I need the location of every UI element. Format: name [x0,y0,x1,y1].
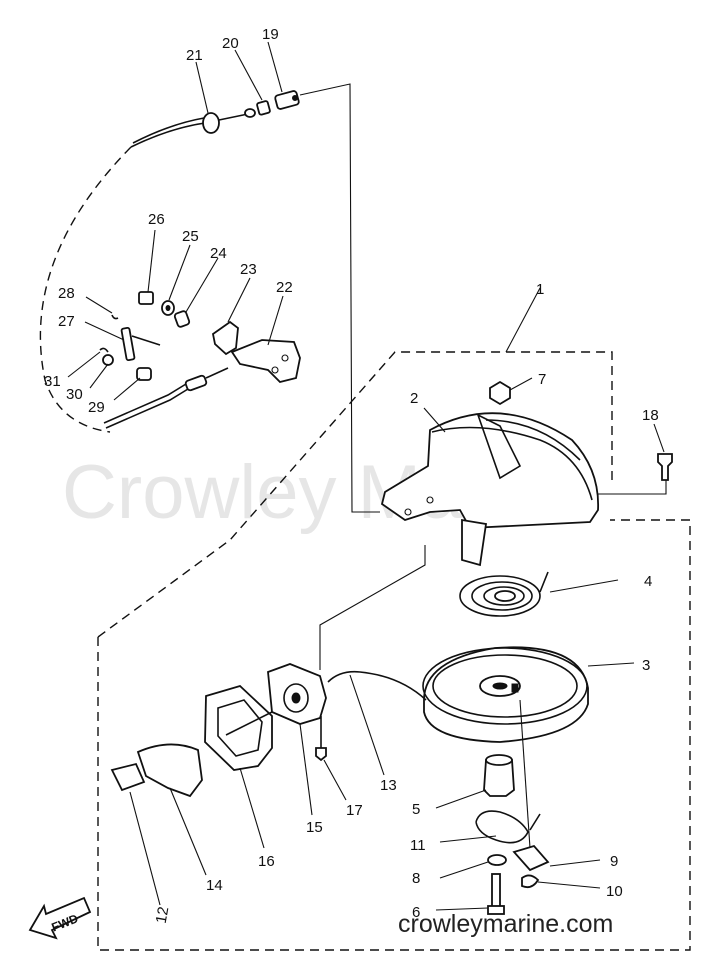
callout-3: 3 [642,657,650,674]
callout-9: 9 [610,853,618,870]
callout-24: 24 [210,245,227,262]
callout-11: 11 [410,837,426,854]
callout-27: 27 [58,313,75,330]
callout-23: 23 [240,261,257,278]
site-url: crowleymarine.com [398,910,613,938]
callout-15: 15 [306,819,323,836]
callout-5: 5 [412,801,420,818]
callout-7: 7 [538,371,546,388]
callout-20: 20 [222,35,239,52]
recoil-spring [459,571,619,617]
fwd-arrow: FWD [28,896,92,940]
callout-2: 2 [410,390,418,407]
callout-31: 31 [44,373,61,390]
callout-29: 29 [88,399,105,416]
callout-16: 16 [258,853,275,870]
callout-25: 25 [182,228,199,245]
callout-26: 26 [148,211,165,228]
callout-6: 6 [412,904,420,921]
callout-22: 22 [276,279,293,296]
callout-14: 14 [206,877,223,894]
rope-pulley [327,646,635,776]
starter-housing [380,377,673,567]
callout-18: 18 [642,407,659,424]
callout-4: 4 [644,573,652,590]
callout-17: 17 [346,802,363,819]
callout-13: 13 [380,777,397,794]
callout-1: 1 [536,281,544,298]
callout-30: 30 [66,386,83,403]
group-outlines [39,83,691,951]
callout-labels: 1 2 3 4 5 6 7 8 9 10 11 12 13 14 15 16 1… [44,26,659,925]
pawl-parts [435,699,601,915]
callout-10: 10 [606,883,623,900]
callout-19: 19 [262,26,279,43]
callout-12: 12 [153,905,173,924]
callout-21: 21 [186,47,203,64]
starter-handle-assembly [110,663,347,906]
callout-8: 8 [412,870,420,887]
throttle-link-group [67,41,301,429]
callout-28: 28 [58,285,75,302]
